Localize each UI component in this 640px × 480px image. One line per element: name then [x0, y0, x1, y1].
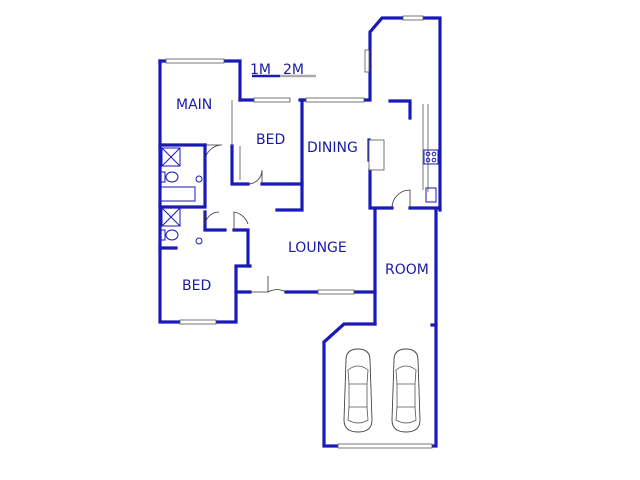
- scale-label-2m: 2M: [283, 62, 304, 78]
- windows: [165, 15, 433, 449]
- room-label-bed-bottom: BED: [182, 278, 211, 294]
- room-label-lounge: LOUNGE: [288, 240, 347, 256]
- car-icon: [391, 348, 421, 433]
- room-label-main: MAIN: [176, 97, 212, 113]
- room-label-room: ROOM: [385, 262, 429, 278]
- scale-label-1m: 1M: [250, 62, 271, 78]
- car-icon: [343, 348, 373, 433]
- room-label-dining: DINING: [307, 140, 358, 156]
- scale-bar: 1M 2M: [250, 62, 316, 78]
- doors: [204, 144, 411, 293]
- fixtures: [160, 147, 439, 245]
- room-label-bed-top: BED: [256, 132, 285, 148]
